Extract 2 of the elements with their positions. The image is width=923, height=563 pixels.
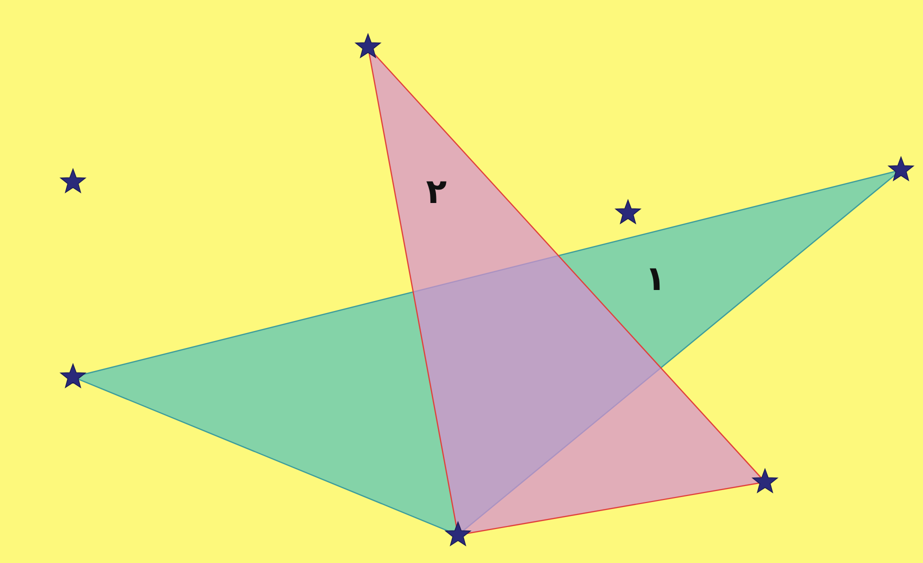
- triangle-number: ١: [645, 262, 666, 296]
- triangle-number: ٢: [426, 175, 447, 209]
